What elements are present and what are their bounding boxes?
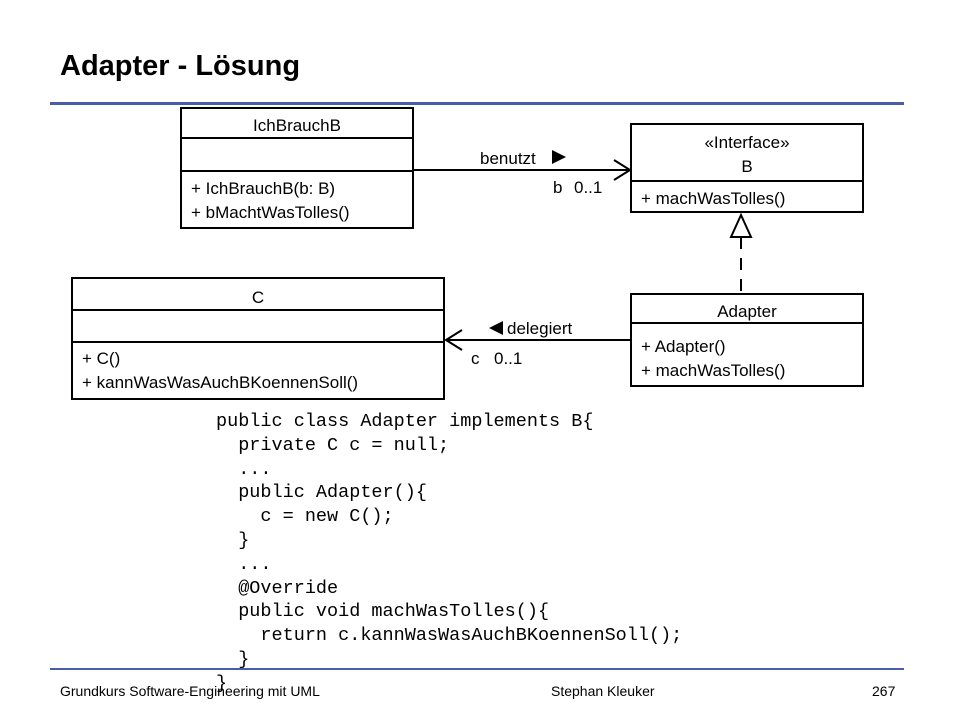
- footer-page-number: 267: [872, 683, 896, 699]
- class-c-name: C: [252, 288, 264, 307]
- footer-divider: [50, 668, 904, 670]
- interface-b-name: B: [741, 157, 752, 176]
- class-adapter: Adapter + Adapter() + machWasTolles(): [630, 293, 864, 387]
- title-divider: [50, 102, 904, 105]
- class-adapter-op-1: + Adapter(): [641, 337, 726, 356]
- class-c-op-2: + kannWasWasAuchBKoennenSoll(): [82, 373, 358, 392]
- interface-b-stereotype: «Interface»: [704, 133, 789, 152]
- class-adapter-op-2: + machWasTolles(): [641, 361, 785, 380]
- slide-title: Adapter - Lösung: [60, 50, 301, 82]
- class-c: C + C() + kannWasWasAuchBKoennenSoll(): [71, 277, 445, 400]
- association-benutzt-multiplicity: 0..1: [574, 178, 602, 197]
- interface-b-op-1: + machWasTolles(): [641, 189, 785, 208]
- association-benutzt: benutzt b 0..1: [413, 149, 632, 197]
- code-snippet: public class Adapter implements B{ priva…: [216, 411, 683, 694]
- reading-direction-left-icon: [489, 321, 503, 335]
- association-delegiert-role: c: [471, 349, 480, 368]
- class-adapter-name: Adapter: [717, 302, 777, 321]
- interface-b: «Interface» B + machWasTolles(): [630, 123, 864, 213]
- uml-class-diagram: IchBrauchB + IchBrauchB(b: B) + bMachtWa…: [71, 107, 864, 400]
- reading-direction-right-icon: [552, 150, 566, 164]
- association-benutzt-role: b: [553, 178, 562, 197]
- association-delegiert: delegiert c 0..1: [444, 319, 631, 368]
- class-ichbrauchb-op-1: + IchBrauchB(b: B): [191, 179, 335, 198]
- association-delegiert-label: delegiert: [507, 319, 572, 338]
- footer-course-title: Grundkurs Software-Engineering mit UML: [60, 683, 320, 699]
- class-ichbrauchb-op-2: + bMachtWasTolles(): [191, 203, 350, 222]
- class-c-op-1: + C(): [82, 349, 120, 368]
- class-ichbrauchb: IchBrauchB + IchBrauchB(b: B) + bMachtWa…: [180, 107, 414, 229]
- association-benutzt-label: benutzt: [480, 149, 536, 168]
- realization-adapter-b: [729, 212, 753, 294]
- footer-author: Stephan Kleuker: [551, 683, 655, 699]
- class-ichbrauchb-name: IchBrauchB: [253, 116, 341, 135]
- realization-triangle-icon: [729, 212, 753, 238]
- association-delegiert-multiplicity: 0..1: [494, 349, 522, 368]
